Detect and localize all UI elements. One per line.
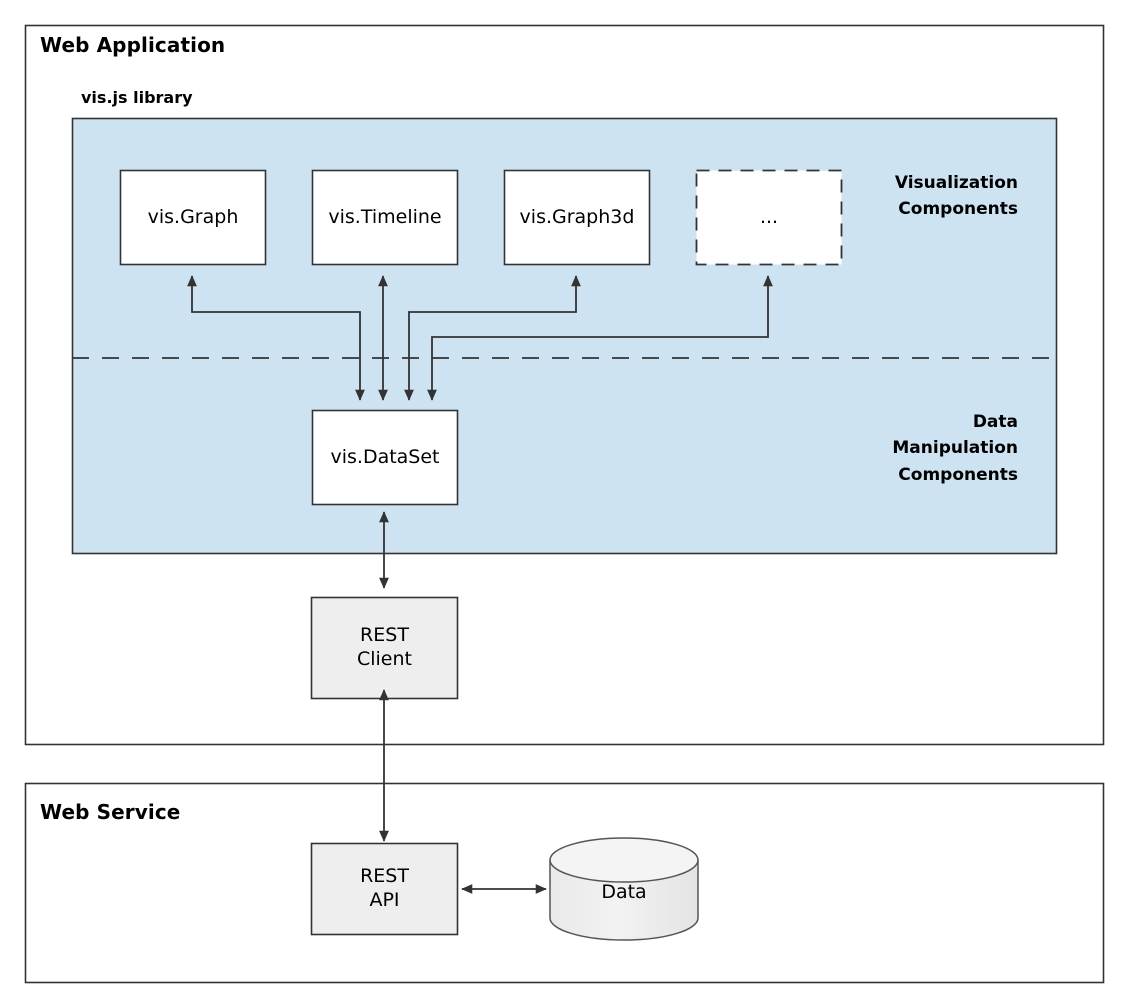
- node-vis-graph[interactable]: [119, 169, 267, 266]
- frame-title-web-application: Web Application: [40, 33, 226, 57]
- node-data-store[interactable]: [549, 837, 699, 941]
- library-title: vis.js library: [81, 88, 193, 107]
- band-label-data-manipulation: Data Manipulation Components: [892, 412, 1018, 485]
- node-more-components[interactable]: [695, 169, 843, 266]
- node-rest-api[interactable]: [310, 842, 459, 936]
- frame-title-web-service: Web Service: [40, 800, 181, 824]
- node-vis-dataset[interactable]: [311, 409, 459, 506]
- connector-vis-graph: [187, 275, 365, 401]
- node-vis-graph3d[interactable]: [503, 169, 651, 266]
- connector-more-components: [427, 275, 773, 401]
- node-label-data-store: Data: [601, 881, 647, 903]
- node-vis-timeline[interactable]: [311, 169, 459, 266]
- node-rest-client[interactable]: [310, 596, 459, 700]
- band-label-visualization: Visualization Components: [894, 173, 1018, 220]
